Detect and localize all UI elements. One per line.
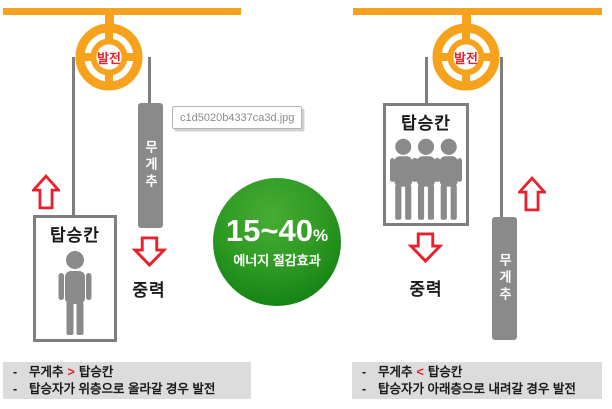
bullet: -: [362, 365, 367, 379]
right-pulley-mount: [462, 8, 471, 30]
bullet: -: [362, 382, 367, 396]
right-up-arrow-icon: [516, 176, 548, 217]
left-counterweight-cable: [148, 57, 151, 104]
right-note-car: 탑승칸: [427, 365, 463, 379]
left-note-line-1: -무게추>탑승칸: [13, 364, 245, 381]
bullet: -: [13, 382, 18, 396]
energy-saving-badge: 15~40% 에너지 절감효과: [213, 178, 341, 306]
right-generation-label: 발전: [454, 50, 478, 66]
bullet: -: [13, 365, 18, 379]
left-note-description: 탑승자가 위층으로 올라갈 경우 발전: [29, 382, 216, 396]
passenger-group-icon: [386, 134, 466, 223]
right-counterweight-label: 무게추: [497, 253, 512, 304]
pulley-wheel-icon: [432, 23, 500, 91]
right-support-beam: [353, 8, 602, 15]
left-counterweight-label: 무게추: [143, 140, 158, 191]
right-note-description: 탑승자가 아래층으로 내려갈 경우 발전: [378, 382, 576, 396]
badge-caption: 에너지 절감효과: [233, 253, 321, 268]
left-down-arrow-icon: [131, 236, 168, 272]
left-elevator-car: 탑승칸: [33, 215, 117, 342]
single-passenger-icon: [36, 246, 114, 339]
right-counterweight: 무게추: [492, 217, 517, 340]
left-note-comparator: >: [67, 365, 75, 379]
left-note-weight: 무게추: [29, 365, 64, 379]
right-car-cable: [425, 57, 428, 103]
left-counterweight: 무게추: [138, 103, 163, 228]
right-note-line-1: -무게추<탑승칸: [362, 364, 596, 381]
left-pulley-generator-icon: 발전: [74, 22, 144, 92]
right-down-arrow-icon: [407, 232, 444, 268]
right-gravity-label: 중력: [409, 280, 443, 299]
left-generation-label: 발전: [97, 50, 121, 66]
badge-percentage: 15~40%: [225, 213, 329, 248]
right-note-comparator: <: [416, 365, 424, 379]
left-note-car: 탑승칸: [78, 365, 114, 379]
pulley-wheel-icon: [75, 23, 143, 91]
left-note-line-2: -탑승자가 위층으로 올라갈 경우 발전: [13, 381, 245, 398]
right-counterweight-cable: [500, 57, 503, 217]
right-note-weight: 무게추: [378, 365, 413, 379]
left-pulley-mount: [105, 8, 114, 30]
left-support-beam: [3, 8, 241, 15]
left-gravity-label: 중력: [132, 281, 166, 300]
filename-tooltip: c1d5020b4337ca3d.jpg: [172, 106, 303, 129]
left-up-arrow-icon: [30, 174, 62, 215]
right-car-label: 탑승칸: [401, 114, 451, 133]
percent-sign: %: [312, 226, 329, 245]
filename-text: c1d5020b4337ca3d.jpg: [180, 111, 295, 124]
right-note-line-2: -탑승자가 아래층으로 내려갈 경우 발전: [362, 381, 596, 398]
right-elevator-car: 탑승칸: [383, 103, 469, 226]
left-note-box: -무게추>탑승칸 -탑승자가 위층으로 올라갈 경우 발전: [3, 362, 251, 399]
left-car-label: 탑승칸: [50, 226, 100, 245]
left-car-cable: [72, 57, 75, 215]
right-note-box: -무게추<탑승칸 -탑승자가 아래층으로 내려갈 경우 발전: [352, 362, 602, 399]
right-pulley-generator-icon: 발전: [431, 22, 501, 92]
